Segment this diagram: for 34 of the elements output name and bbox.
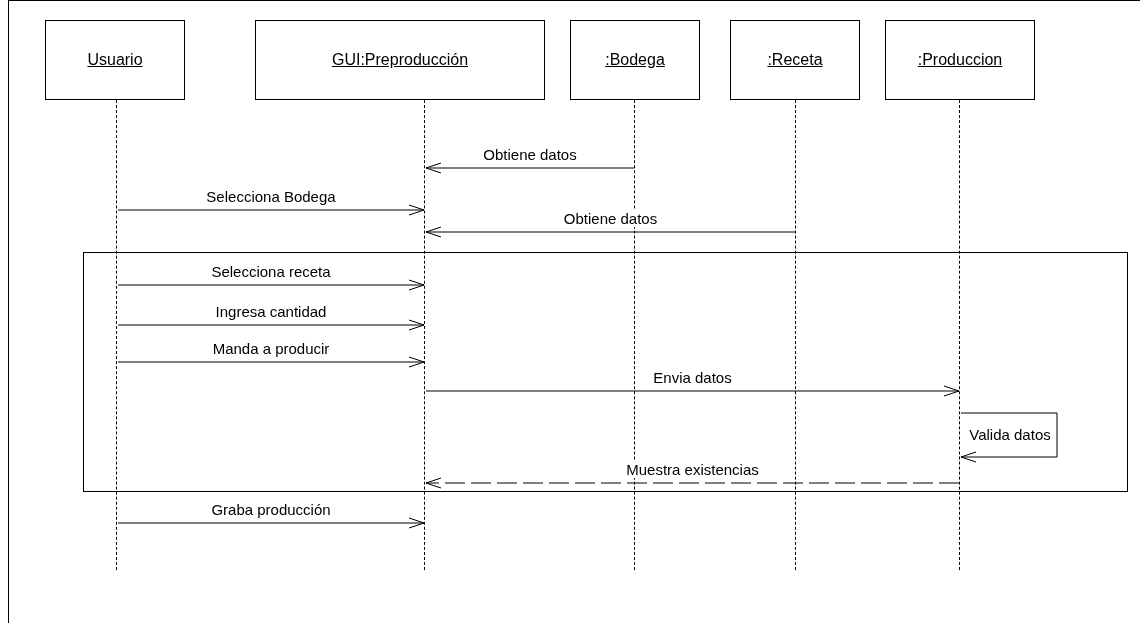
message-arrow <box>425 226 796 238</box>
participant-box <box>255 20 545 100</box>
participant-name: :Receta <box>767 51 823 69</box>
participant-name: :Bodega <box>605 51 665 69</box>
lifeline <box>795 100 797 570</box>
message-label: Selecciona Bodega <box>204 188 338 205</box>
message-label: Ingresa cantidad <box>213 303 329 320</box>
participant-name: GUI:Preproducción <box>331 51 469 69</box>
message-arrow <box>117 204 425 216</box>
message-arrow <box>425 477 960 489</box>
lifeline <box>116 100 118 570</box>
message-label: Graba producción <box>209 501 333 518</box>
message-label: Manda a producir <box>210 340 332 357</box>
message-label: Obtiene datos <box>481 146 579 163</box>
message-label: Obtiene datos <box>561 210 660 227</box>
message-label: Valida datos <box>967 426 1053 443</box>
participant-box <box>45 20 185 100</box>
message-arrow <box>117 356 425 368</box>
participant-box <box>730 20 860 100</box>
lifeline <box>424 100 426 570</box>
message-arrow <box>425 162 635 174</box>
participant-box <box>885 20 1035 100</box>
message-arrow <box>960 412 1058 463</box>
message-arrow <box>117 279 425 291</box>
participant-name: Usuario <box>87 51 143 69</box>
message-arrow <box>117 319 425 331</box>
message-label: Muestra existencias <box>624 461 761 478</box>
message-arrow <box>117 517 425 529</box>
lifeline <box>959 100 961 570</box>
participant-box <box>570 20 700 100</box>
participant-name: :Produccion <box>917 51 1003 69</box>
message-label: Envia datos <box>651 369 734 386</box>
message-arrow <box>425 385 960 397</box>
message-label: Selecciona receta <box>209 263 333 280</box>
